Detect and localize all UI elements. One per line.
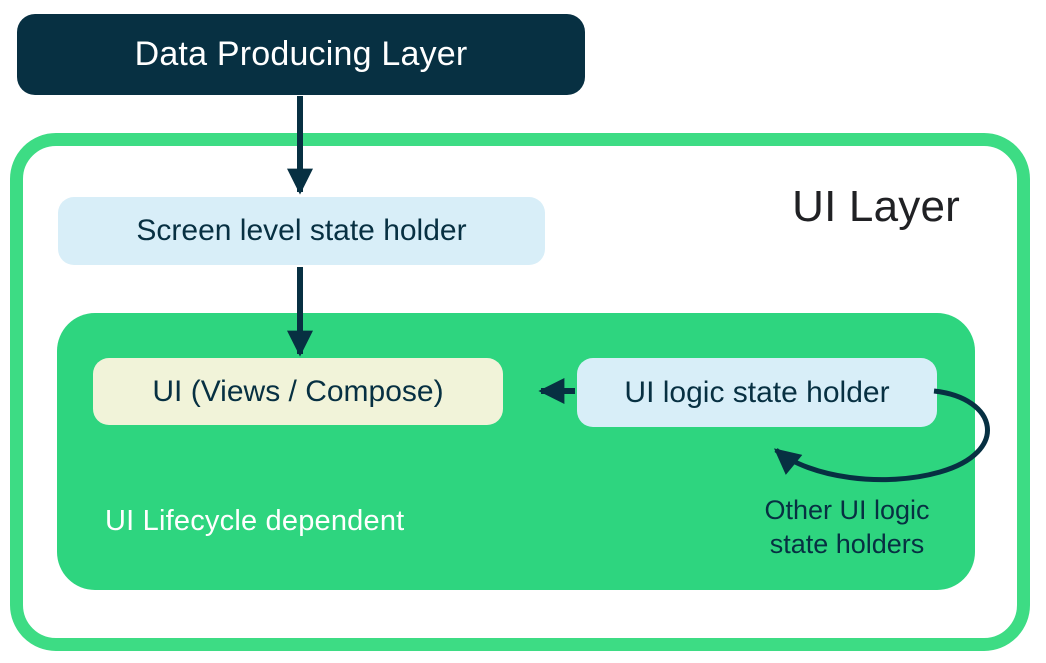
node-data-producing-layer: Data Producing Layer: [17, 14, 585, 95]
ui-layer-container: UI Layer Screen level state holder UI (V…: [10, 133, 1030, 651]
other-ui-logic-state-holders-label: Other UI logic state holders: [764, 495, 930, 559]
ui-lifecycle-dependent-container: UI (Views / Compose) UI logic state hold…: [57, 313, 975, 590]
node-screen-level-state-holder: Screen level state holder: [58, 197, 545, 265]
ui-lifecycle-dependent-label: UI Lifecycle dependent: [105, 505, 405, 537]
ui-layer-title: UI Layer: [792, 182, 960, 231]
node-ui-views-compose: UI (Views / Compose): [93, 358, 503, 425]
node-ui-logic-state-holder: UI logic state holder: [577, 358, 937, 427]
